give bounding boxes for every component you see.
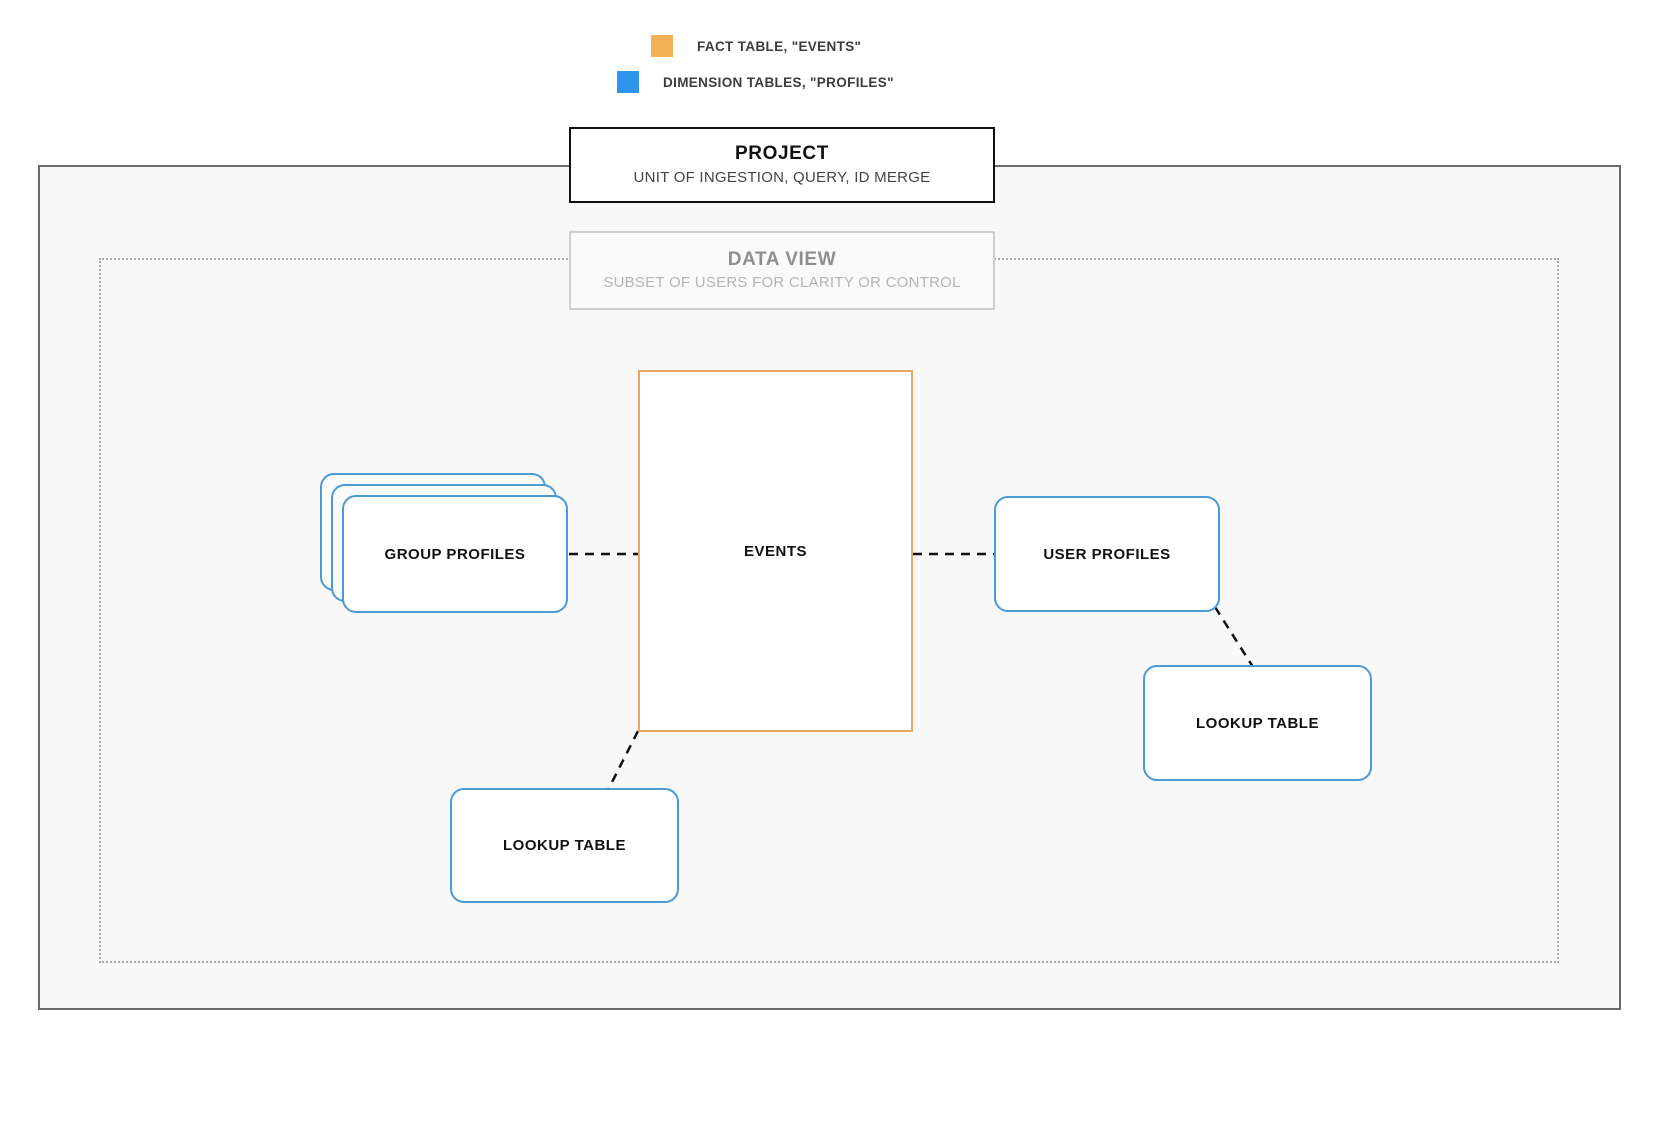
project-title: PROJECT: [735, 143, 829, 165]
legend-item-fact-table: FACT TABLE, "EVENTS": [651, 35, 861, 57]
node-label-user-profiles: USER PROFILES: [1043, 545, 1171, 563]
node-label-events: EVENTS: [743, 542, 807, 560]
square-swatch-icon: [651, 35, 673, 57]
square-swatch-icon: [617, 71, 639, 93]
data-view-title: DATA VIEW: [727, 248, 837, 270]
node-label-group-profiles: GROUP PROFILES: [384, 545, 526, 563]
node-events[interactable]: EVENTS: [638, 370, 913, 732]
project-subtitle: UNIT OF INGESTION, QUERY, ID MERGE: [633, 168, 931, 186]
node-group-profiles[interactable]: GROUP PROFILES: [342, 495, 568, 613]
data-view-subtitle: SUBSET OF USERS FOR CLARITY OR CONTROL: [603, 274, 961, 292]
legend-item-dimension-tables: DIMENSION TABLES, "PROFILES": [617, 71, 894, 93]
node-lookup-table-right[interactable]: LOOKUP TABLE: [1143, 665, 1372, 781]
node-user-profiles[interactable]: USER PROFILES: [994, 496, 1220, 612]
project-label-box: PROJECT UNIT OF INGESTION, QUERY, ID MER…: [569, 127, 995, 203]
node-label-lookup-table-left: LOOKUP TABLE: [503, 837, 626, 854]
node-lookup-table-left[interactable]: LOOKUP TABLE: [450, 788, 679, 903]
node-label-lookup-table-right: LOOKUP TABLE: [1196, 714, 1319, 732]
legend-label-fact-table: FACT TABLE, "EVENTS": [697, 38, 862, 54]
data-view-label-box: DATA VIEW SUBSET OF USERS FOR CLARITY OR…: [569, 231, 995, 310]
legend-label-dimension-tables: DIMENSION TABLES, "PROFILES": [663, 74, 894, 90]
